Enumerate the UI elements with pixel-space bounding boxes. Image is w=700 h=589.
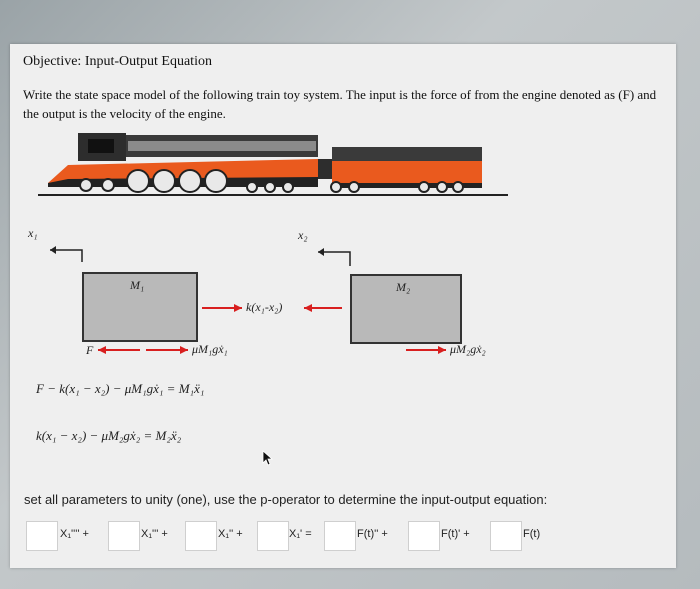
mouse-cursor-icon <box>262 450 274 466</box>
engine-window <box>88 139 114 153</box>
answer-term-4: X₁' = <box>289 528 312 540</box>
mass1-block: M₁ <box>82 272 198 342</box>
equation-mass2: k(x₁ − x₂) − μM₂gẋ₂ = M₂ẍ₂ <box>36 428 182 443</box>
answer-box-1[interactable] <box>26 521 58 551</box>
answer-term-3: X₁'' + <box>218 528 243 540</box>
answer-box-7[interactable] <box>490 521 522 551</box>
answer-term-1: X₁'''' + <box>60 528 89 540</box>
train-toy-illustration <box>38 133 508 196</box>
engine-boiler-stripe <box>128 141 316 151</box>
free-body-diagram <box>50 246 446 354</box>
answer-term-2: X₁''' + <box>141 528 168 540</box>
question-card: Objective: Input-Output Equation Write t… <box>10 44 676 568</box>
mass2-block: M₂ <box>350 274 462 344</box>
mass2-label: M₂ <box>396 280 411 294</box>
answer-box-6[interactable] <box>408 521 440 551</box>
answer-term-5: F(t)'' + <box>357 528 388 540</box>
tender-wheels <box>330 181 464 193</box>
applied-force-label: F <box>86 343 94 357</box>
answer-box-4[interactable] <box>257 521 289 551</box>
x2-direction-arrow <box>318 251 351 266</box>
objective-heading: Objective: Input-Output Equation <box>23 54 212 70</box>
problem-statement: Write the state space model of the follo… <box>23 87 657 121</box>
tender-trim <box>332 183 482 188</box>
tender-top <box>332 147 482 161</box>
tender-orange <box>332 161 482 183</box>
engine-wheels <box>79 169 294 193</box>
answer-box-3[interactable] <box>185 521 217 551</box>
answer-box-5[interactable] <box>324 521 356 551</box>
answer-term-6: F(t)' + <box>441 528 470 540</box>
question-prompt: set all parameters to unity (one), use t… <box>24 492 548 507</box>
x2-label: x₂ <box>298 228 308 242</box>
friction1-label: μM₁gẋ₁ <box>192 342 228 356</box>
objective-label: Objective: <box>23 54 82 69</box>
x1-direction-arrow <box>50 249 83 262</box>
spring-force-label: k(x₁-x₂) <box>246 300 283 314</box>
coupling-link <box>318 159 332 179</box>
answer-box-2[interactable] <box>108 521 140 551</box>
equation-mass1: F − k(x₁ − x₂) − μM₁gẋ₁ = M₁ẍ₁ <box>36 381 205 396</box>
x1-label: x₁ <box>28 226 38 240</box>
friction2-label: μM₂gẋ₂ <box>450 342 486 356</box>
mass1-label: M₁ <box>130 278 145 292</box>
objective-text: Input-Output Equation <box>84 54 212 69</box>
answer-term-7: F(t) <box>523 528 541 540</box>
